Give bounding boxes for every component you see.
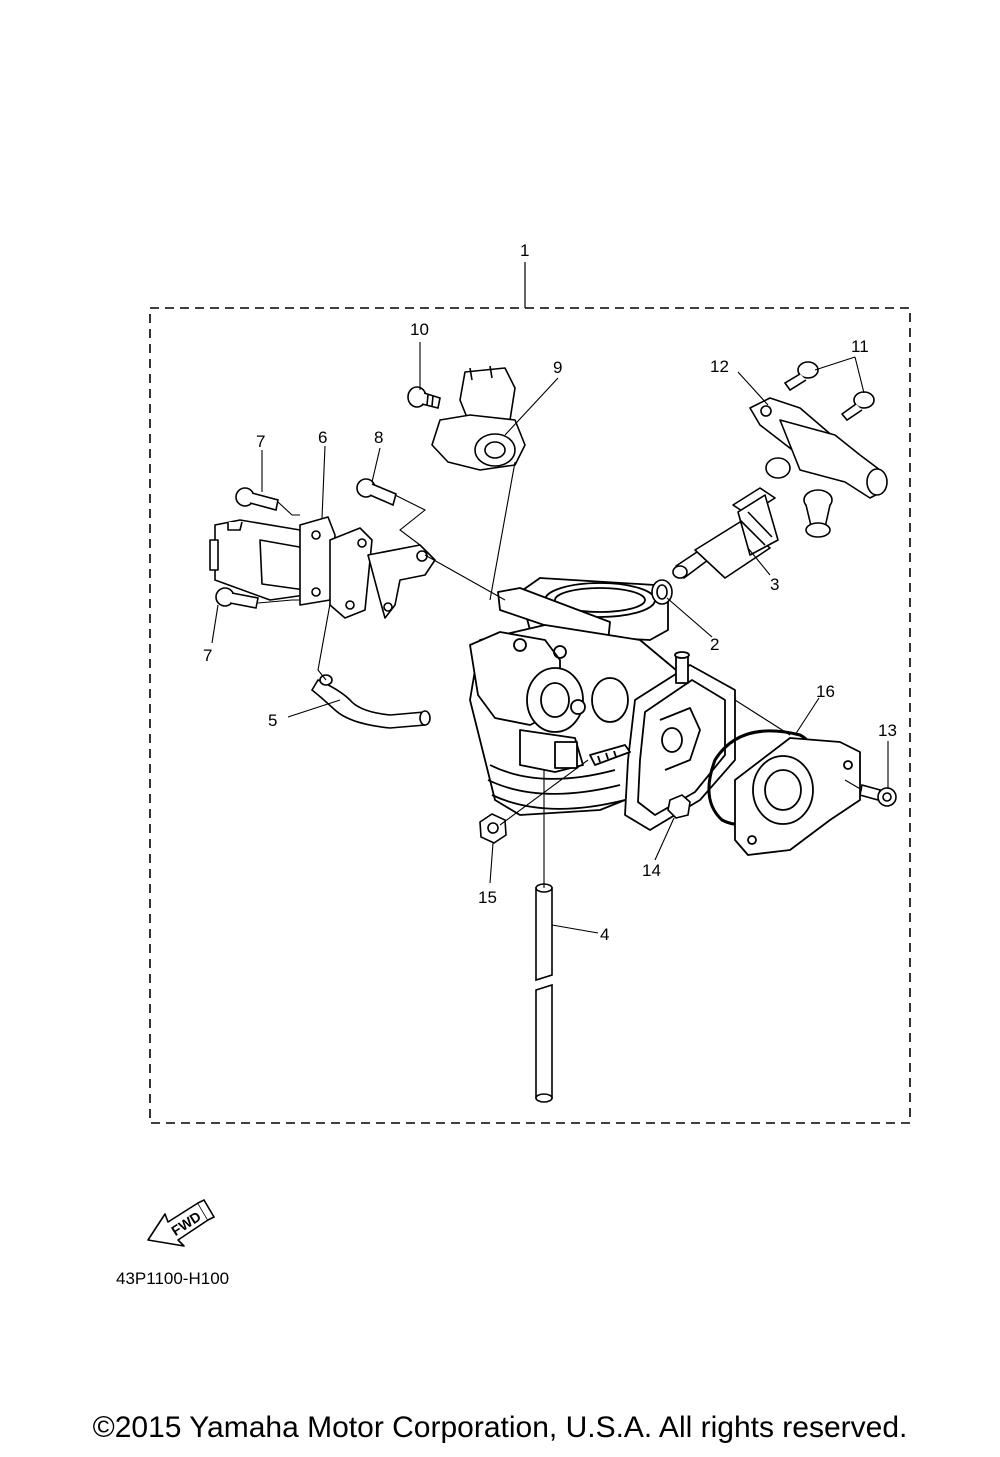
part-9-throttle-position-sensor [431,365,526,471]
callout-6: 6 [318,428,327,447]
part-8-screw [356,478,397,507]
callout-3: 3 [770,575,779,594]
callout-8: 8 [374,428,383,447]
callout-11: 11 [851,337,869,356]
part-11-screws [783,361,875,422]
assembly-boundary [149,307,911,1124]
callout-4: 4 [600,925,609,944]
part-15-nut [479,813,507,844]
part-12-fuel-rail [749,397,888,538]
callout-12: 12 [710,357,729,376]
callout-7-bottom: 7 [203,646,212,665]
part-7-screws [215,487,279,609]
copyright-notice: ©2015 Yamaha Motor Corporation, U.S.A. A… [92,1411,908,1444]
callout-7-top: 7 [256,432,265,451]
callout-1: 1 [520,241,529,260]
callout-16: 16 [816,682,835,701]
part-5-hose [310,674,431,729]
callout-2: 2 [710,635,719,654]
callout-13: 13 [878,721,897,740]
callout-5: 5 [268,711,277,730]
idle-cover [734,737,861,856]
part-14-nut [667,794,691,819]
part-10-screw [407,386,441,409]
leader-lines [211,342,889,934]
part-6-sensor [209,516,336,606]
bracket [329,527,436,619]
callout-15: 15 [478,888,497,907]
fwd-arrow-icon: FWD [147,1198,216,1247]
part-4-hose [535,883,553,1103]
part-13-screw [859,783,897,807]
part-3-fuel-injector [672,487,779,579]
throttle-body [469,577,736,831]
callout-9: 9 [553,358,562,377]
callout-14: 14 [642,861,661,880]
callout-10: 10 [410,320,429,339]
diagram-code: 43P1100-H100 [116,1269,230,1288]
